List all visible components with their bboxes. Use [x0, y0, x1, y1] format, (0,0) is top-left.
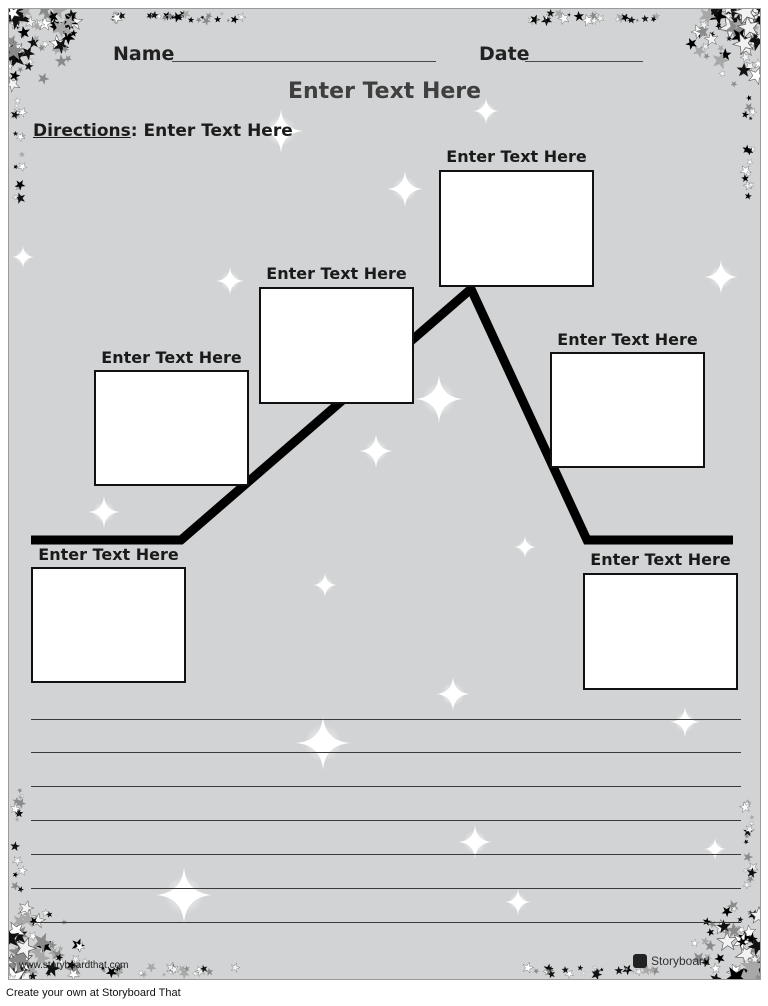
writing-line[interactable] [31, 752, 741, 753]
box-label-exposition[interactable]: Enter Text Here [38, 545, 179, 564]
text-box-resolution[interactable] [583, 573, 738, 690]
box-label-conflict[interactable]: Enter Text Here [101, 348, 242, 367]
box-label-climax[interactable]: Enter Text Here [446, 147, 587, 166]
name-field-line[interactable] [172, 61, 436, 62]
writing-line[interactable] [31, 786, 741, 787]
worksheet-page: Name Date Enter Text Here Directions: En… [8, 8, 761, 980]
storyboard-logo-icon [633, 954, 647, 968]
brand-text: Storyboard [651, 954, 710, 968]
writing-line[interactable] [31, 922, 741, 923]
date-field-line[interactable] [525, 61, 643, 62]
plot-arc-line [31, 281, 733, 545]
directions-label: Directions [33, 121, 131, 141]
box-label-rising-action[interactable]: Enter Text Here [266, 264, 407, 283]
watermark-text: www.storyboardthat.com [19, 960, 129, 971]
writing-line[interactable] [31, 888, 741, 889]
writing-line[interactable] [31, 719, 741, 720]
text-box-exposition[interactable] [31, 567, 186, 683]
text-box-falling-action[interactable] [550, 352, 705, 468]
worksheet-title[interactable]: Enter Text Here [287, 79, 482, 104]
box-label-falling-action[interactable]: Enter Text Here [557, 330, 698, 349]
text-box-climax[interactable] [439, 170, 594, 287]
directions[interactable]: Directions: Enter Text Here [33, 121, 293, 141]
name-label: Name [113, 43, 175, 65]
date-label: Date [479, 43, 530, 65]
text-box-conflict[interactable] [94, 370, 249, 486]
directions-text: : Enter Text Here [130, 121, 293, 141]
box-label-resolution[interactable]: Enter Text Here [590, 550, 731, 569]
footer-credit[interactable]: Create your own at Storyboard That [6, 987, 181, 999]
text-box-rising-action[interactable] [259, 287, 414, 404]
writing-line[interactable] [31, 820, 741, 821]
writing-line[interactable] [31, 854, 741, 855]
